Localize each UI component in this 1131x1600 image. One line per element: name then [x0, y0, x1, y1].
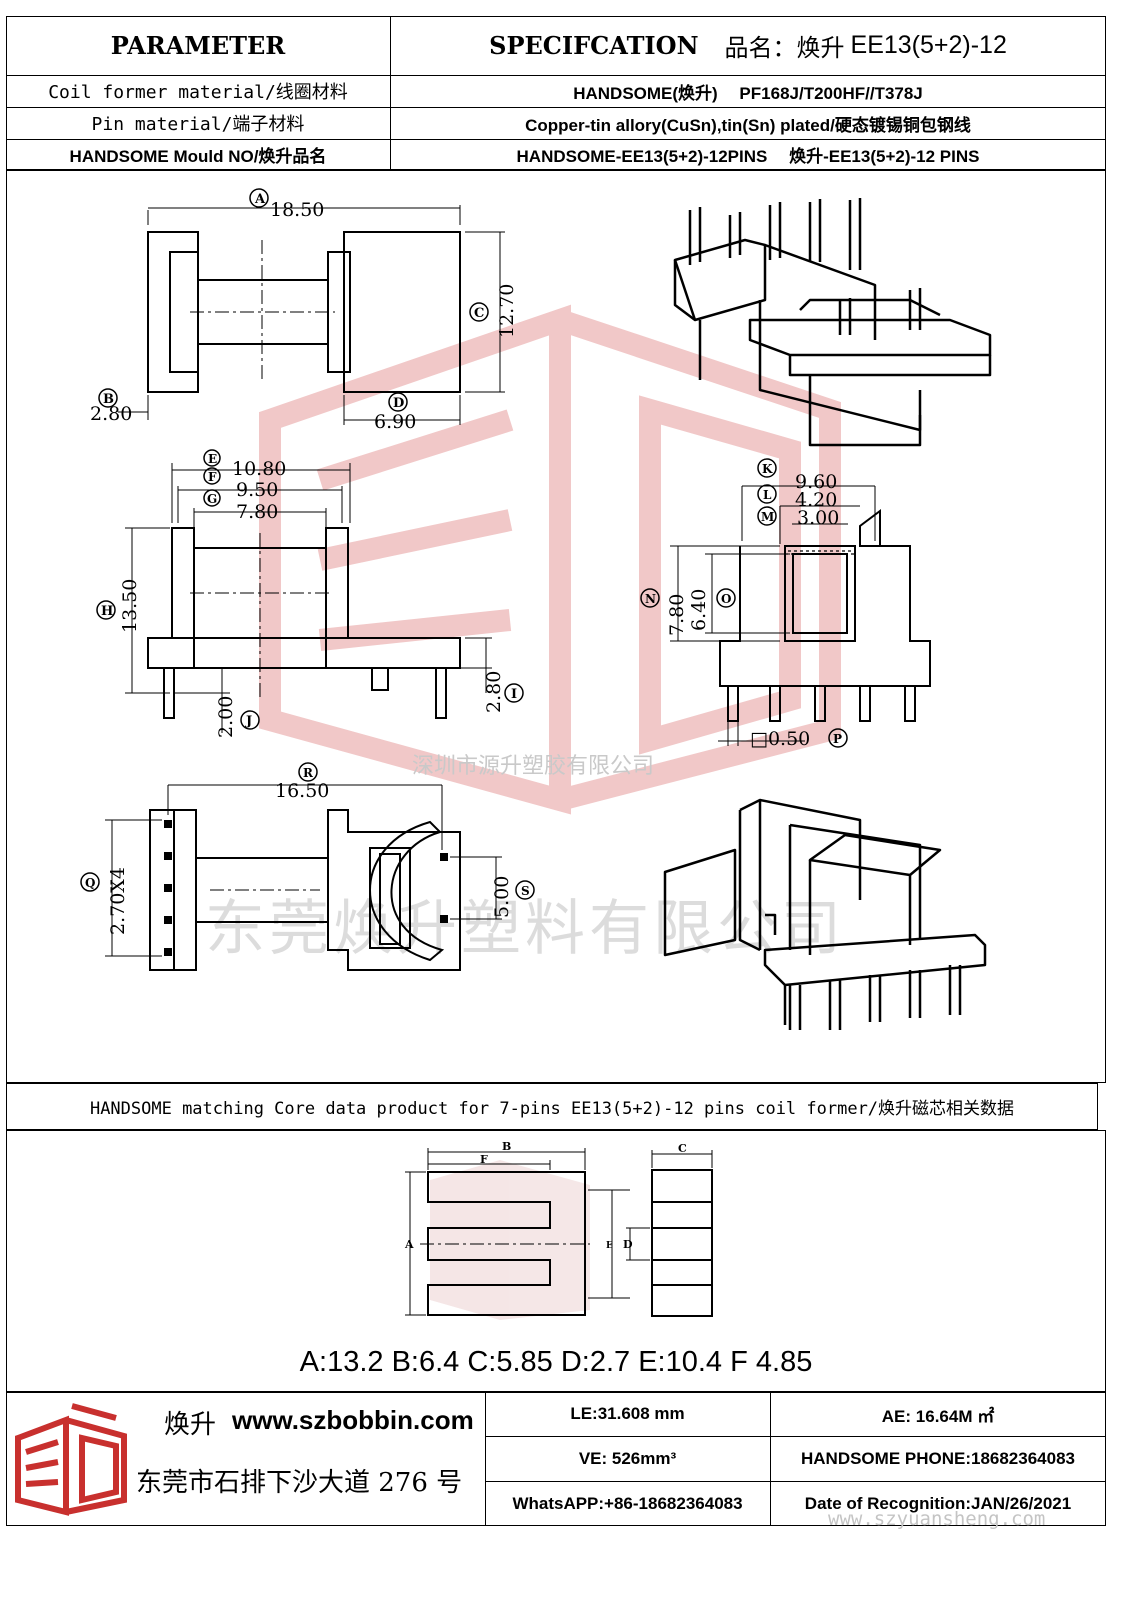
parameter-heading: PARAMETER — [110, 31, 286, 60]
core-values: A:13.2 B:6.4 C:5.85 D:2.7 E:10.4 F 4.85 — [299, 1345, 813, 1378]
dim-b: 2.80 — [90, 403, 132, 425]
svg-text:S: S — [521, 884, 530, 898]
brand-website[interactable]: www.szbobbin.com — [232, 1405, 474, 1435]
front-view-drawing: A C D B 18.50 12.70 6.90 2.80 — [90, 188, 518, 433]
dim-n: 7.80 — [666, 594, 688, 636]
end-view-drawing: K L M N O P 9.60 4.20 3.00 7.80 6.40 □0.… — [640, 458, 931, 750]
core-area — [6, 1130, 1106, 1392]
bottom-view-drawing: R Q S 16.50 2.70X4 5.00 — [80, 762, 535, 971]
dim-g: 7.80 — [236, 501, 278, 523]
row-value-pin-material: Copper-tin allory(CuSn),tin(Sn) plated/硬… — [525, 115, 971, 135]
dim-q: 2.70X4 — [107, 867, 129, 935]
row-label-coil-material: Coil former material/线圈材料 — [48, 82, 348, 103]
dim-d: 6.90 — [374, 411, 416, 433]
row-value-coil-material: HANDSOME(焕升) PF168J/T200HF//T378J — [573, 83, 923, 103]
table-divider — [390, 16, 391, 170]
specification-label: SPECIFCATION — [489, 31, 699, 60]
row-value-mould-no: HANDSOME-EE13(5+2)-12PINS 焕升-EE13(5+2)-1… — [516, 147, 980, 166]
dim-l: 4.20 — [795, 489, 837, 511]
footer-divider — [770, 1392, 771, 1526]
svg-text:O: O — [721, 592, 731, 606]
svg-text:B: B — [103, 392, 114, 407]
product-model: EE13(5+2)-12 — [850, 31, 1007, 59]
isometric-top-drawing — [673, 198, 992, 447]
core-label-a: A — [404, 1238, 414, 1251]
core-label-f: F — [480, 1153, 488, 1166]
dim-m: 3.00 — [797, 507, 839, 529]
footer-rule — [485, 1481, 1106, 1482]
dim-c: 12.70 — [496, 284, 518, 338]
footer-rule — [485, 1436, 1106, 1437]
spec-table — [6, 16, 1106, 170]
row-label-pin-material: Pin material/端子材料 — [91, 114, 305, 135]
dim-s: 5.00 — [491, 876, 513, 918]
row-label-mould-no: HANDSOME Mould NO/焕升品名 — [69, 147, 327, 166]
svg-text:N: N — [645, 592, 656, 606]
core-label-c: C — [678, 1142, 687, 1155]
ve-value: VE: 526mm³ — [578, 1448, 677, 1468]
table-rule — [6, 107, 1106, 108]
side-view-drawing: E F G H I J 10.80 9.50 7.80 13.50 2.80 2… — [96, 449, 524, 738]
core-label-d: D — [623, 1238, 633, 1251]
dim-e: 10.80 — [232, 458, 286, 480]
dim-f: 9.50 — [236, 479, 278, 501]
core-label-e: E — [606, 1241, 613, 1251]
svg-text:P: P — [833, 732, 842, 746]
svg-text:R: R — [303, 766, 314, 780]
product-name-label: 品名：焕升 — [724, 34, 845, 62]
svg-text:Q: Q — [85, 876, 95, 890]
le-value: LE:31.608 mm — [570, 1404, 685, 1423]
specification-heading: SPECIFCATION 品名：焕升 EE13(5+2)-12 — [390, 16, 1106, 75]
brand-logo-icon — [15, 1403, 127, 1516]
brand-name: 焕升 — [164, 1410, 217, 1440]
svg-text:F: F — [208, 470, 217, 484]
table-rule — [6, 139, 1106, 140]
svg-text:G: G — [207, 492, 217, 506]
ae-value: AE: 16.64M ㎡ — [881, 1406, 995, 1426]
svg-text:E: E — [208, 452, 217, 466]
dim-j: 2.00 — [215, 696, 237, 738]
svg-text:C: C — [474, 306, 484, 321]
isometric-bottom-drawing — [663, 798, 987, 1030]
core-drawing: B F C A E D — [404, 1140, 713, 1320]
svg-text:M: M — [761, 510, 774, 524]
core-label-b: B — [502, 1140, 511, 1153]
dim-i: 2.80 — [483, 671, 505, 713]
dim-a: 18.50 — [270, 199, 324, 221]
dim-r: 16.50 — [275, 780, 329, 802]
svg-text:D: D — [393, 396, 404, 411]
footer-divider — [485, 1392, 486, 1526]
svg-text:A: A — [254, 192, 266, 207]
svg-text:L: L — [763, 488, 772, 502]
brand-address: 东莞市石排下沙大道 276 号 — [136, 1468, 463, 1498]
watermark-logo — [259, 304, 841, 815]
dim-o: 6.40 — [688, 589, 710, 631]
drawing-area — [6, 170, 1106, 1083]
dim-h: 13.50 — [119, 579, 141, 633]
core-section-title: HANDSOME matching Core data product for … — [89, 1099, 1015, 1119]
core-title-box — [6, 1083, 1098, 1130]
whatsapp-value: WhatsAPP:+86-18682364083 — [512, 1493, 743, 1513]
phone-value: HANDSOME PHONE:18682364083 — [800, 1448, 1075, 1468]
footer-box — [6, 1392, 1106, 1526]
date-value: Date of Recognition:JAN/26/2021 — [804, 1493, 1072, 1513]
svg-text:I: I — [511, 687, 517, 702]
svg-text:K: K — [762, 462, 773, 476]
dim-k: 9.60 — [795, 471, 837, 493]
dim-p: □0.50 — [750, 728, 810, 750]
table-rule — [6, 75, 1106, 76]
svg-text:J: J — [245, 714, 252, 729]
svg-text:H: H — [101, 604, 113, 619]
